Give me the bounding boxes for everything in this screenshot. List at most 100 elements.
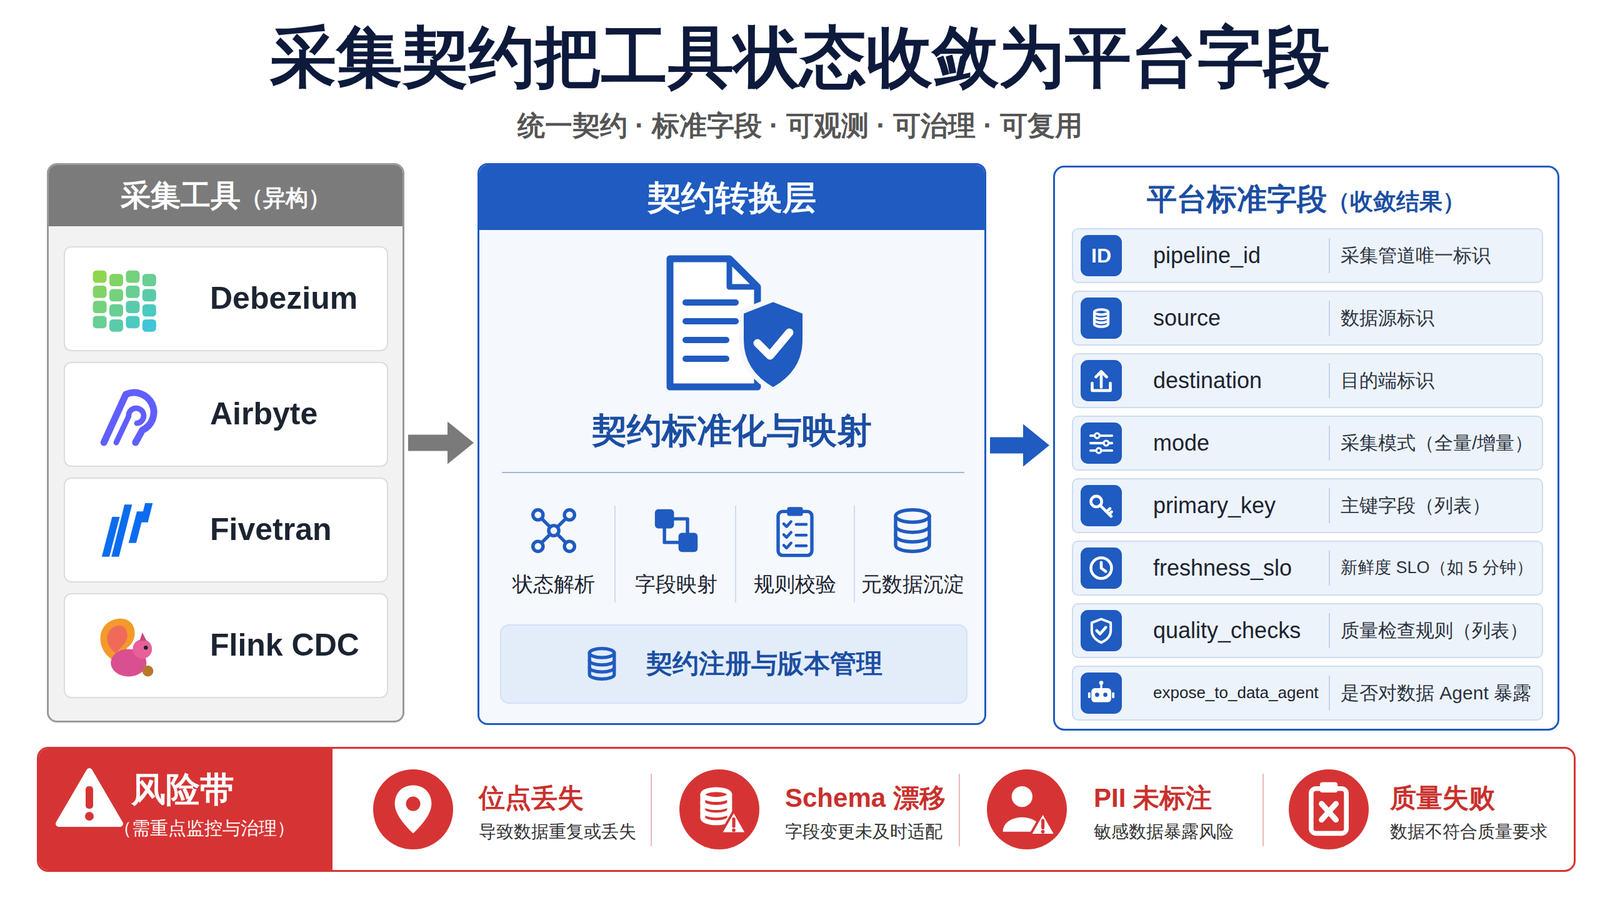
column-divider-part [1328,238,1330,274]
tool-logo-part [109,289,124,302]
tool-logo-part [142,273,157,287]
flow-arrow [408,421,474,465]
step-icon-part [655,509,675,529]
tool-card: Debezium [63,246,389,352]
panel-heading: 契约转换层 [479,178,985,217]
risk-icon-part [1320,781,1338,793]
arrow-head [447,421,474,465]
risk-description: 字段变更未及时适配 [785,821,943,842]
field-icon [1080,610,1122,652]
risk-description: 敏感数据暴露风险 [1093,821,1234,842]
risk-icon [373,769,454,850]
risk-icon-part [702,789,730,823]
tool-panel: 采集工具（异构）DebeziumAirbyteFivetranFlink CDC [46,163,405,723]
field-icon-part [1101,562,1106,572]
risk-icon-part [721,811,747,834]
risk-icon-part [405,796,420,812]
heading-line: 平台标准字段（收敛结果） [1055,172,1558,227]
column-divider-part [1328,488,1330,524]
tool-logo-part [93,270,107,284]
risk-icon-part [1321,803,1336,820]
step-cell: 状态解析 [494,490,614,603]
risk-icon-part [702,802,730,815]
field-description: 采集模式（全量/增量） [1340,432,1534,455]
panel-heading: 采集工具 [120,178,241,212]
column-divider [1328,611,1331,650]
risk-icon-part [1041,830,1045,834]
step-icon-part [533,541,544,552]
field-icon-part [1080,485,1122,527]
column-divider-part [1328,363,1330,399]
field-icon-part [1080,672,1122,714]
step-icon-part [895,510,930,523]
title-text: 采集契约把工具状态收敛为平台字段 [0,19,1600,96]
field-row: destination目的端标识 [1071,353,1544,409]
step-icon [648,502,705,559]
step-cell: 字段映射 [616,490,736,603]
tool-name: Airbyte [210,396,318,433]
risk-title: Schema 漂移 [785,783,946,814]
risk-icon [1288,769,1369,850]
risk-icon-part [986,769,1067,850]
risk-icon-part [395,785,432,834]
tool-logo-part [125,270,140,284]
risk-icon-part [1030,812,1056,835]
field-icon-part [1103,692,1108,697]
field-name: expose_to_data_agent [1153,683,1319,703]
contract-document-icon-part [685,355,727,362]
step-icon [884,502,941,559]
risk-description: 数据不符合质量要求 [1390,821,1548,842]
column-divider-part [1328,550,1330,586]
field-icon-part [1094,311,1109,327]
tool-logo-part [106,625,127,654]
risk-icon-part [1288,769,1369,850]
step-icon-part [664,518,688,543]
step-icon-part [786,506,803,516]
field-name: source [1153,305,1221,331]
field-row: source数据源标识 [1071,290,1544,346]
field-icon-part [1111,692,1115,699]
field-icon [1080,422,1122,464]
contract-document-icon-part [685,299,736,306]
arrow-head [1023,424,1050,467]
tool-logo-part [93,315,107,329]
warning-symbol-part [58,771,120,824]
field-icon-part [1080,547,1122,589]
tool-logo [88,611,158,681]
step-icon-part [533,510,544,520]
warning-symbol [55,766,124,829]
tool-logo-part [125,315,140,329]
step-icon-part [678,533,699,553]
step-icon [766,502,824,559]
field-icon-part [1095,692,1100,697]
field-icon-part [1080,235,1122,277]
field-description: 是否对数据 Agent 暴露 [1340,682,1532,705]
tool-logo-part [109,304,124,317]
tool-logo-part [93,285,107,299]
tool-logo-part [143,645,149,650]
column-divider [1328,674,1331,712]
warning-symbol-part [85,811,94,821]
tool-logo [88,265,158,334]
divider-line-part [853,505,855,603]
risk-icon-part [702,789,730,800]
database-icon-part [589,648,615,659]
step-icon-part [548,525,559,536]
risk-icon [679,769,760,850]
tool-logo-part [93,300,107,314]
band-heading: 风险带 [131,770,235,810]
contract-document-icon-part [685,336,727,344]
step-icon-part [564,510,575,520]
field-icon [1080,360,1122,402]
step-icon-part [783,521,792,527]
field-description: 主键字段（列表） [1340,495,1491,517]
tool-logo-part [111,504,132,557]
risk-title: PII 未标注 [1093,783,1212,814]
column-divider [1328,236,1331,275]
risk-icon-part [1011,786,1033,807]
tool-logo-part [109,319,124,332]
database-icon-part [589,653,615,680]
field-icon-part [1080,610,1122,652]
tool-name: Fivetran [210,511,332,549]
item-divider [1261,772,1265,848]
